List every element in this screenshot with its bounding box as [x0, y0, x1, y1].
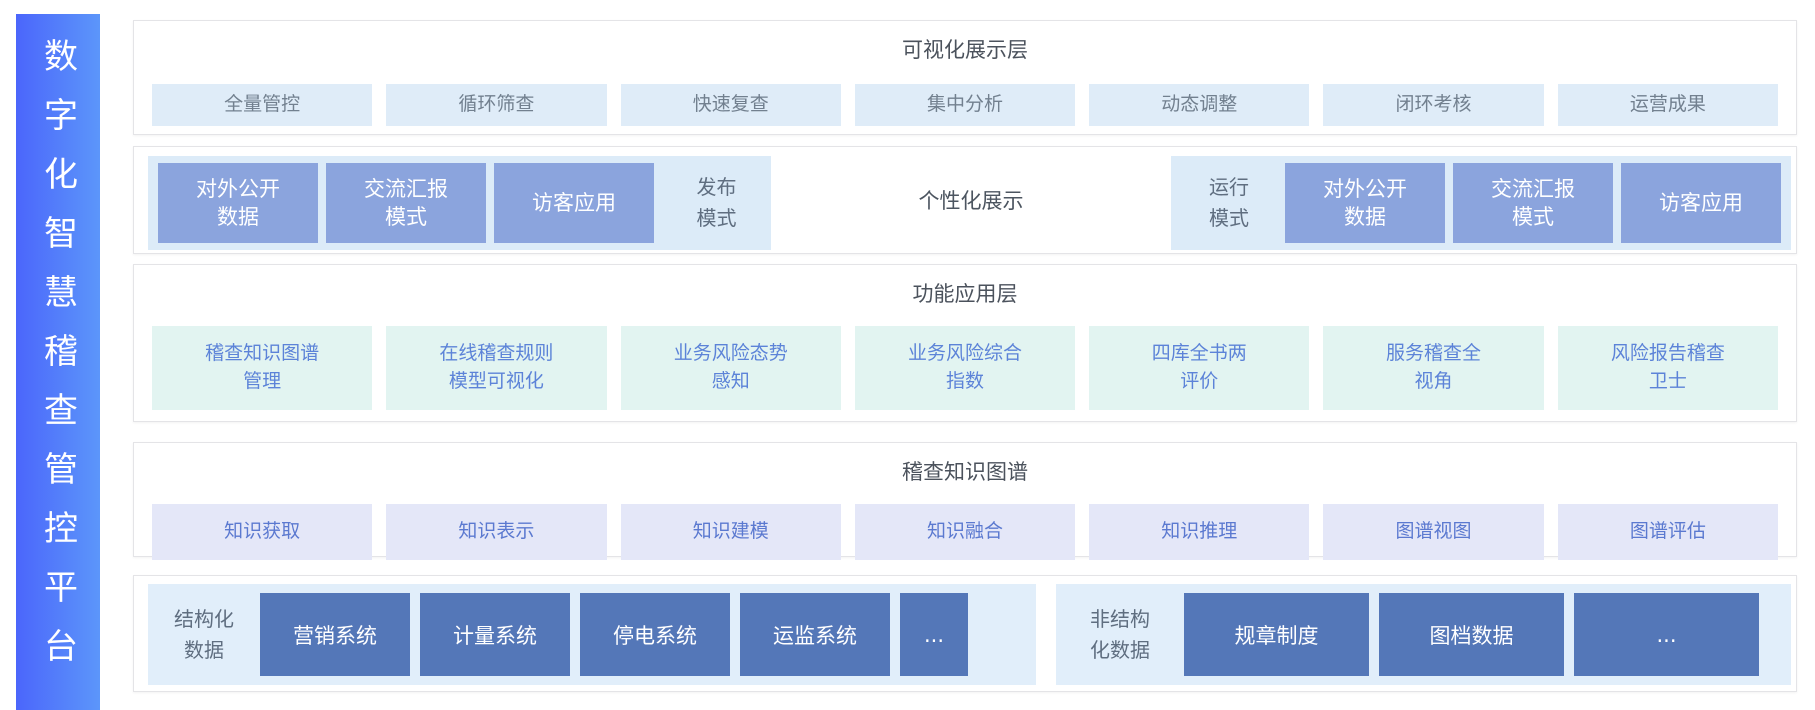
- publish-mode-label: 发布 模式: [696, 175, 737, 230]
- unstructured-data-label: 非结构 化数据: [1090, 606, 1150, 662]
- knowledge-item: 知识推理: [1089, 504, 1310, 560]
- function-item: 在线稽查规则 模型可视化: [386, 326, 607, 410]
- knowledge-item: 知识建模: [620, 504, 841, 560]
- visualization-item: 循环筛查: [386, 84, 607, 126]
- knowledge-item: 知识获取: [152, 504, 373, 560]
- run-mode-box: 对外公开 数据: [1285, 163, 1445, 243]
- personalized-display-label: 个性化展示: [918, 189, 1024, 213]
- publish-mode-strip: 对外公开 数据交流汇报 模式访客应用 发布 模式: [148, 156, 771, 250]
- structured-system-box: 停电系统: [580, 593, 730, 676]
- knowledge-graph-items: 知识获取知识表示知识建模知识融合知识推理图谱视图图谱评估: [152, 504, 1778, 560]
- structured-data-systems: 营销系统计量系统停电系统运监系统...: [260, 593, 978, 676]
- knowledge-item: 图谱视图: [1323, 504, 1544, 560]
- diagram-content: 可视化展示层 全量管控循环筛查快速复查集中分析动态调整闭环考核运营成果 对外公开…: [133, 0, 1797, 692]
- function-item: 业务风险态势 感知: [620, 326, 841, 410]
- structured-data-strip: 结构化 数据 营销系统计量系统停电系统运监系统...: [148, 584, 1036, 685]
- platform-title-bar: 数字化智慧稽查管控平台: [16, 14, 100, 710]
- run-mode-boxes: 对外公开 数据交流汇报 模式访客应用: [1285, 163, 1789, 243]
- platform-title: 数字化智慧稽查管控平台: [37, 37, 78, 687]
- run-mode-box: 访客应用: [1621, 163, 1781, 243]
- data-layer-section: 结构化 数据 营销系统计量系统停电系统运监系统... 非结构 化数据 规章制度图…: [133, 575, 1797, 692]
- publish-mode-box: 交流汇报 模式: [326, 163, 486, 243]
- visualization-layer-items: 全量管控循环筛查快速复查集中分析动态调整闭环考核运营成果: [152, 84, 1778, 126]
- function-item: 稽查知识图谱 管理: [152, 326, 373, 410]
- function-item: 业务风险综合 指数: [854, 326, 1076, 410]
- structured-system-box: ...: [900, 593, 968, 676]
- unstructured-system-box: 规章制度: [1184, 593, 1369, 676]
- visualization-layer-title: 可视化展示层: [902, 38, 1028, 62]
- display-mode-section: 对外公开 数据交流汇报 模式访客应用 发布 模式 个性化展示 运行 模式 对外公…: [133, 146, 1797, 254]
- function-layer-title: 功能应用层: [912, 282, 1018, 306]
- function-layer-items: 稽查知识图谱 管理在线稽查规则 模型可视化业务风险态势 感知业务风险综合 指数四…: [152, 326, 1778, 410]
- function-item: 服务稽查全 视角: [1323, 326, 1544, 410]
- knowledge-item: 知识融合: [854, 504, 1076, 560]
- structured-data-label: 结构化 数据: [174, 606, 234, 662]
- visualization-item: 动态调整: [1089, 84, 1310, 126]
- visualization-item: 全量管控: [152, 84, 373, 126]
- function-item: 四库全书两 评价: [1089, 326, 1310, 410]
- unstructured-data-systems: 规章制度图档数据...: [1184, 593, 1769, 676]
- run-mode-label: 运行 模式: [1209, 175, 1249, 230]
- run-mode-box: 交流汇报 模式: [1453, 163, 1613, 243]
- structured-system-box: 运监系统: [740, 593, 890, 676]
- structured-system-box: 计量系统: [420, 593, 570, 676]
- visualization-item: 运营成果: [1557, 84, 1778, 126]
- function-item: 风险报告稽查 卫士: [1557, 326, 1778, 410]
- knowledge-graph-section: 稽查知识图谱 知识获取知识表示知识建模知识融合知识推理图谱视图图谱评估: [133, 442, 1797, 560]
- function-layer-section: 功能应用层 稽查知识图谱 管理在线稽查规则 模型可视化业务风险态势 感知业务风险…: [133, 264, 1797, 422]
- knowledge-item: 知识表示: [386, 504, 607, 560]
- knowledge-graph-title: 稽查知识图谱: [902, 460, 1028, 484]
- publish-mode-box: 对外公开 数据: [158, 163, 318, 243]
- publish-mode-box: 访客应用: [494, 163, 654, 243]
- run-mode-strip: 运行 模式 对外公开 数据交流汇报 模式访客应用: [1171, 156, 1791, 250]
- visualization-item: 快速复查: [620, 84, 841, 126]
- unstructured-data-strip: 非结构 化数据 规章制度图档数据...: [1056, 584, 1791, 685]
- structured-system-box: 营销系统: [260, 593, 410, 676]
- knowledge-item: 图谱评估: [1557, 504, 1778, 560]
- publish-mode-boxes: 对外公开 数据交流汇报 模式访客应用: [158, 163, 662, 243]
- unstructured-system-box: 图档数据: [1379, 593, 1564, 676]
- visualization-item: 集中分析: [854, 84, 1076, 126]
- visualization-item: 闭环考核: [1323, 84, 1544, 126]
- visualization-layer-section: 可视化展示层 全量管控循环筛查快速复查集中分析动态调整闭环考核运营成果: [133, 20, 1797, 135]
- unstructured-system-box: ...: [1574, 593, 1759, 676]
